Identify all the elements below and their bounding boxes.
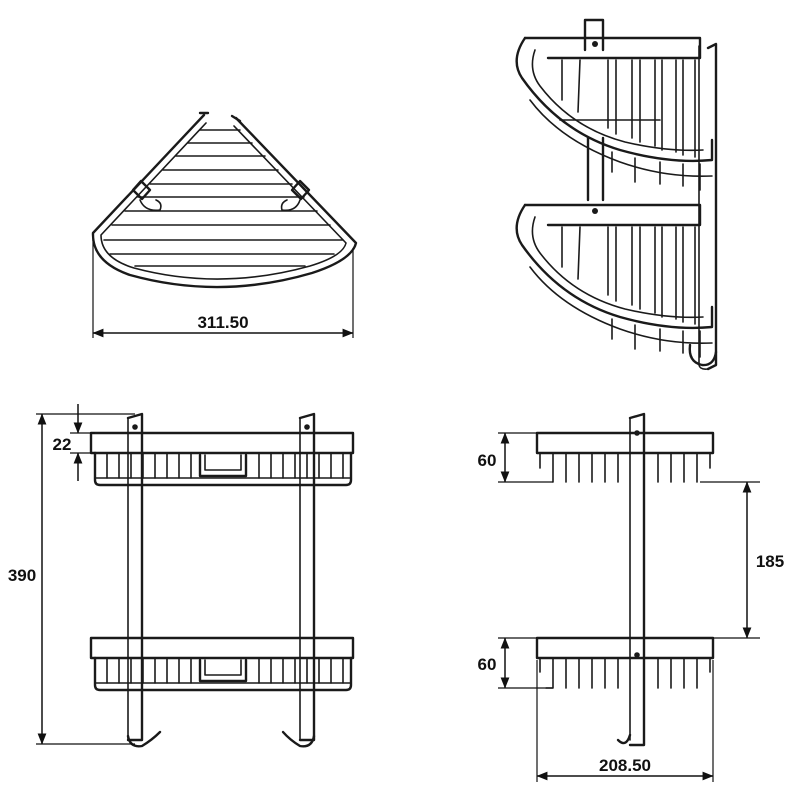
front-view-posts <box>126 412 316 742</box>
dimension-label-top-width: 311.50 <box>197 313 248 332</box>
dimension-rail-height: 22 <box>53 404 95 481</box>
perspective-upper-basket <box>515 36 714 191</box>
front-view-hooks <box>126 730 316 748</box>
side-view-lower-basket <box>535 636 715 689</box>
dimension-top-width: 311.50 <box>92 240 354 338</box>
dimension-side-depth: 208.50 <box>536 660 714 782</box>
front-view-lower-basket <box>89 636 355 692</box>
dimension-side-spacing: 185 <box>700 481 784 639</box>
top-view: 311.50 <box>91 111 358 338</box>
front-view: 390 22 <box>8 404 355 748</box>
front-view-upper-basket <box>89 431 355 487</box>
perspective-lower-wires <box>561 226 701 358</box>
side-view-plate <box>616 412 646 747</box>
dimension-side-lower-height: 60 <box>478 637 553 689</box>
perspective-view <box>515 18 718 371</box>
dimension-side-upper-height: 60 <box>478 432 553 483</box>
dimension-total-height: 390 <box>8 413 135 745</box>
side-view-upper-basket <box>535 431 715 483</box>
perspective-lower-basket <box>515 203 718 367</box>
dimension-label-total-height: 390 <box>8 566 36 585</box>
side-view: 60 185 60 208.50 <box>478 412 784 782</box>
dimension-label-side-spacing: 185 <box>756 552 784 571</box>
dimension-label-side-depth: 208.50 <box>599 756 651 775</box>
dimension-label-side-lower-height: 60 <box>478 655 497 674</box>
perspective-upper-wires <box>561 59 701 191</box>
dimension-label-rail-height: 22 <box>53 435 72 454</box>
top-view-brackets <box>131 179 311 212</box>
dimension-label-side-upper-height: 60 <box>478 451 497 470</box>
